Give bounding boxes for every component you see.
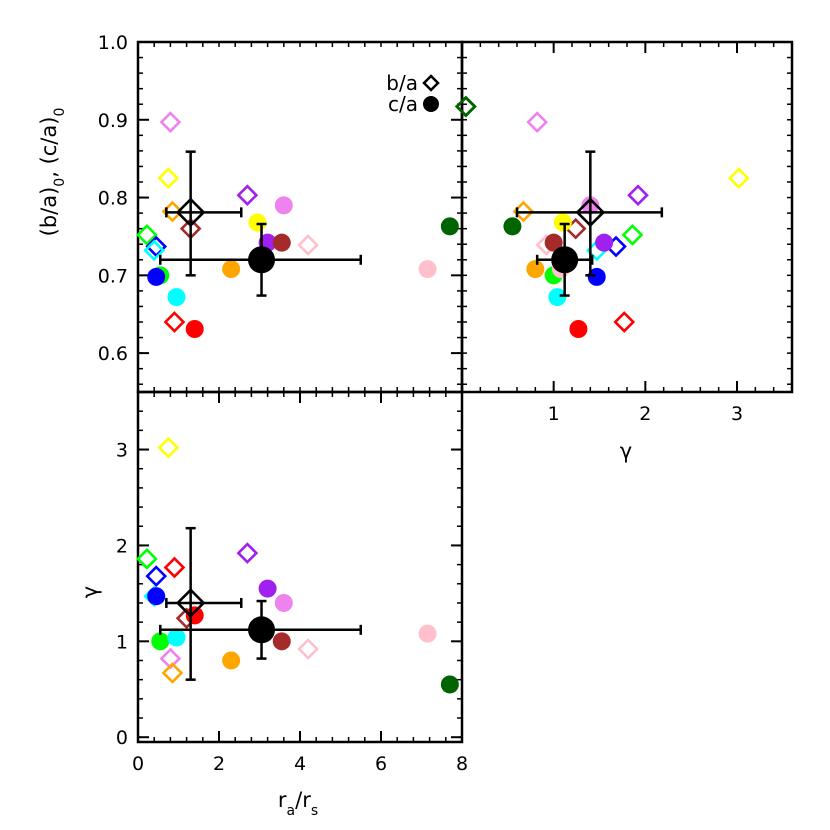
legend-marker-circle — [423, 96, 439, 112]
marker-b-over-a — [236, 184, 259, 207]
x-axis-label-ra-over-rs: ra/rs — [278, 788, 318, 819]
x-tick-label: 2 — [639, 403, 651, 425]
marker-c-over-a — [526, 260, 545, 279]
panel-top-right: 1 2 3 — [454, 40, 794, 425]
marker-b-over-a — [297, 234, 319, 256]
y-tick-label: 0.6 — [98, 343, 128, 365]
marker-c-over-a — [553, 213, 572, 232]
marker-b-over-a — [236, 542, 259, 564]
marker-c-over-a-mean — [551, 246, 579, 274]
marker-c-over-a — [440, 675, 459, 694]
marker-b-over-a-mean — [175, 197, 206, 228]
marker-c-over-a — [167, 628, 186, 647]
y-tick-label: 0.9 — [98, 110, 128, 132]
marker-c-over-a — [595, 233, 614, 252]
marker-c-over-a — [569, 320, 588, 338]
marker-c-over-a — [272, 233, 291, 252]
marker-c-over-a — [222, 651, 241, 670]
x-tick-label: 6 — [375, 753, 387, 775]
marker-c-over-a-mean — [248, 616, 276, 644]
marker-b-over-a — [143, 239, 166, 262]
marker-b-over-a — [297, 638, 319, 660]
marker-c-over-a — [147, 267, 166, 286]
marker-c-over-a — [222, 260, 241, 279]
y-tick-label: 0.7 — [98, 265, 128, 287]
marker-b-over-a — [613, 311, 636, 333]
y-tick-label: 2 — [116, 535, 128, 557]
marker-c-over-a — [151, 632, 170, 651]
legend: b/a c/a — [386, 71, 440, 116]
marker-c-over-a — [185, 320, 204, 338]
marker-c-over-a — [272, 632, 291, 651]
marker-c-over-a-mean — [248, 246, 276, 274]
marker-b-over-a — [157, 167, 180, 189]
marker-b-over-a — [145, 565, 168, 587]
marker-c-over-a — [167, 288, 186, 307]
marker-b-over-a — [157, 436, 180, 459]
y-tick-label: 0.8 — [98, 188, 128, 210]
y-axis-label-gamma: γ — [78, 586, 102, 598]
plot-frame — [460, 40, 794, 394]
marker-c-over-a — [440, 217, 459, 236]
marker-b-over-a — [526, 111, 549, 133]
x-tick-label: 0 — [132, 753, 144, 775]
panel-top-left: 0.6 0.7 0.8 0.9 1.0 — [98, 32, 477, 394]
marker-b-over-a — [136, 548, 158, 570]
marker-c-over-a — [548, 288, 567, 307]
marker-b-over-a — [161, 662, 184, 684]
marker-b-over-a — [136, 224, 158, 246]
y-tick-label: 1 — [116, 631, 128, 653]
marker-b-over-a-mean — [575, 197, 606, 228]
marker-b-over-a — [159, 111, 182, 133]
marker-b-over-a-mean — [175, 588, 206, 618]
legend-label-b-over-a: b/a — [386, 71, 418, 95]
marker-b-over-a — [145, 235, 168, 258]
marker-c-over-a — [248, 213, 267, 232]
marker-b-over-a — [163, 556, 186, 579]
x-tick-label: 2 — [213, 753, 225, 775]
marker-c-over-a — [147, 587, 166, 606]
marker-b-over-a — [627, 184, 649, 207]
marker-c-over-a — [418, 624, 437, 643]
marker-b-over-a — [163, 311, 186, 333]
y-tick-label: 1.0 — [98, 32, 128, 54]
y-tick-label: 0 — [116, 727, 128, 749]
marker-b-over-a — [621, 224, 644, 246]
x-axis-label-gamma: γ — [620, 439, 632, 463]
marker-c-over-a — [418, 260, 437, 279]
legend-label-c-over-a: c/a — [388, 92, 418, 116]
marker-b-over-a — [727, 167, 750, 189]
y-tick-label: 3 — [116, 440, 128, 462]
y-axis-label-axis-ratios: (b/a)0, (c/a)0 — [37, 108, 68, 237]
panel-bottom-left: 0 2 4 6 8 0 1 2 3 — [116, 390, 468, 775]
marker-b-over-a — [454, 95, 477, 118]
x-tick-label: 1 — [548, 403, 560, 425]
marker-c-over-a — [587, 267, 606, 286]
marker-c-over-a — [274, 196, 293, 215]
marker-b-over-a — [455, 95, 477, 118]
x-tick-label: 8 — [456, 753, 468, 775]
legend-marker-diamond — [422, 74, 440, 92]
plot-frame — [136, 390, 464, 744]
x-tick-label: 3 — [731, 403, 743, 425]
marker-c-over-a — [503, 217, 522, 236]
marker-c-over-a — [544, 233, 563, 252]
x-tick-label: 4 — [294, 753, 306, 775]
marker-c-over-a — [274, 593, 293, 612]
marker-c-over-a — [258, 579, 277, 598]
